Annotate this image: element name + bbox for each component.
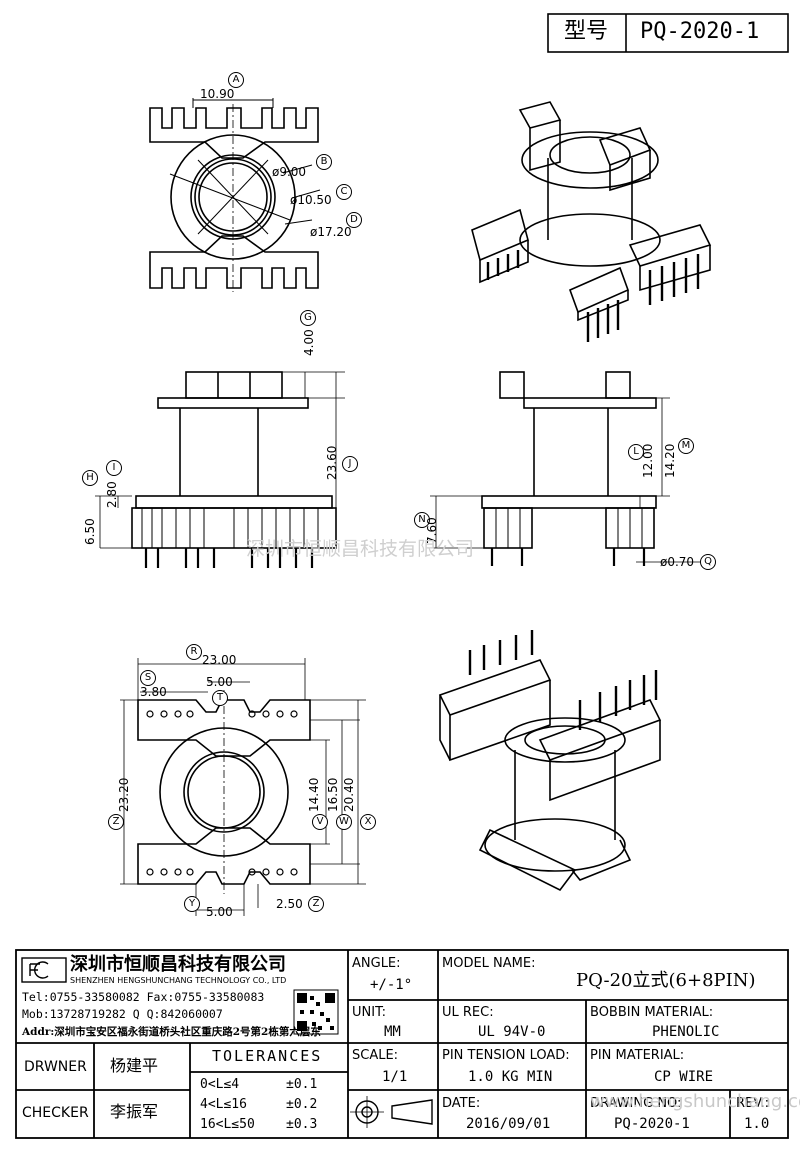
- ul-rec-value: UL 94V-0: [478, 1024, 546, 1040]
- marker-z: Z: [308, 896, 324, 912]
- marker-h: H: [82, 470, 98, 486]
- tol-range-1: 0<L≤4: [200, 1077, 240, 1092]
- rev-value: 1.0: [744, 1116, 770, 1132]
- marker-a: A: [228, 72, 244, 88]
- marker-i: I: [106, 460, 122, 476]
- drawer-label: DRWNER: [24, 1059, 87, 1075]
- scale-label: SCALE:: [352, 1048, 399, 1063]
- bobbin-material-value: PHENOLIC: [652, 1024, 720, 1040]
- model-name-value: PQ-20立式(6+8PIN): [576, 970, 756, 991]
- dim-r: 23.00: [202, 653, 237, 667]
- marker-j: J: [342, 456, 358, 472]
- marker-c: C: [336, 184, 352, 200]
- marker-x: Z: [108, 814, 124, 830]
- tolerances-label: TOLERANCES: [212, 1047, 323, 1065]
- marker-q: Q: [700, 554, 716, 570]
- drawing-no-label: DRAWING NO:: [590, 1096, 682, 1111]
- iso-view-1: [471, 101, 712, 342]
- ul-rec-label: UL REC:: [442, 1005, 494, 1020]
- angle-value: +/-1°: [370, 977, 413, 993]
- date-label: DATE:: [442, 1096, 481, 1111]
- marker-y: Y: [184, 896, 200, 912]
- marker-w: X: [360, 814, 376, 830]
- model-code: PQ-2020-1: [640, 19, 760, 44]
- dim-w: 20.40: [342, 777, 356, 812]
- tol-value-1: ±0.1: [286, 1077, 318, 1092]
- dim-v: 16.50: [326, 777, 340, 812]
- unit-value: MM: [384, 1024, 401, 1040]
- angle-label: ANGLE:: [352, 956, 401, 971]
- dim-a: 10.90: [200, 87, 235, 101]
- watermark-footer: www.hengshunchang.com: [590, 1091, 800, 1112]
- drawer-value: 杨建平: [110, 1056, 159, 1075]
- company-mob: Mob:13728719282 Q Q:842060007: [22, 1007, 223, 1021]
- pin-tension-label: PIN TENSION LOAD:: [442, 1048, 570, 1063]
- dim-g: 4.00: [302, 329, 316, 356]
- pin-material-label: PIN MATERIAL:: [590, 1048, 685, 1063]
- tol-value-2: ±0.2: [286, 1097, 318, 1112]
- side-view: [430, 371, 700, 566]
- dim-b: ø9.00: [272, 165, 307, 179]
- bottom-view: [120, 658, 366, 916]
- dim-i: 2.80: [105, 481, 119, 508]
- front-view: [95, 371, 345, 568]
- dim-m: 14.20: [663, 443, 677, 478]
- dim-c: ø10.50: [290, 193, 332, 207]
- pin-tension-value: 1.0 KG MIN: [468, 1069, 553, 1085]
- dim-d: ø17.20: [310, 225, 352, 239]
- company-tel: Tel:0755-33580082 Fax:0755-33580083: [22, 990, 265, 1004]
- checker-value: 李振军: [110, 1102, 159, 1121]
- watermark-center: 深圳市恒顺昌科技有限公司: [246, 538, 475, 560]
- dim-u: 14.40: [307, 777, 321, 812]
- bobbin-material-label: BOBBIN MATERIAL:: [590, 1005, 714, 1020]
- tol-range-2: 4<L≤16: [200, 1097, 247, 1112]
- model-name-label: MODEL NAME:: [442, 956, 536, 971]
- marker-r: R: [186, 644, 202, 660]
- date-value: 2016/09/01: [466, 1116, 551, 1132]
- marker-s: S: [140, 670, 156, 686]
- tol-value-3: ±0.3: [286, 1117, 318, 1132]
- unit-label: UNIT:: [352, 1005, 386, 1020]
- tol-range-3: 16<L≤50: [200, 1117, 255, 1132]
- top-view: [149, 98, 321, 292]
- dim-x: 23.20: [117, 777, 131, 812]
- dim-j: 23.60: [325, 445, 339, 480]
- company-logo: [21, 957, 67, 983]
- marker-u: V: [312, 814, 328, 830]
- marker-g: G: [300, 310, 316, 326]
- rev-label: REV.:: [736, 1096, 769, 1111]
- checker-label: CHECKER: [22, 1105, 89, 1121]
- marker-b: B: [316, 154, 332, 170]
- marker-t: T: [212, 690, 228, 706]
- drawing-no-value: PQ-2020-1: [614, 1116, 690, 1132]
- dim-s: 3.80: [140, 685, 167, 699]
- marker-l: L: [628, 444, 644, 460]
- company-addr: Addr:深圳市宝安区福永街道桥头社区重庆路2号第2栋第六层东: [22, 1026, 321, 1038]
- dim-y: 5.00: [206, 905, 233, 919]
- projection-symbol: [350, 1096, 433, 1128]
- dim-t: 5.00: [206, 675, 233, 689]
- type-label: 型号: [564, 19, 609, 44]
- iso-view-2: [438, 630, 662, 892]
- dim-l: 12.00: [641, 443, 655, 478]
- marker-v: W: [336, 814, 352, 830]
- pin-material-value: CP WIRE: [654, 1069, 714, 1085]
- dim-q: ø0.70: [660, 555, 695, 569]
- marker-m: M: [678, 438, 694, 454]
- dim-z: 2.50: [276, 897, 303, 911]
- header-box: [547, 13, 789, 53]
- marker-d: D: [346, 212, 362, 228]
- marker-n: N: [414, 512, 430, 528]
- qr-code: [293, 989, 339, 1035]
- dim-h: 6.50: [83, 518, 97, 545]
- company-name-cn: 深圳市恒顺昌科技有限公司: [70, 954, 286, 975]
- title-block: [15, 949, 789, 1139]
- company-name-en: SHENZHEN HENGSHUNCHANG TECHNOLOGY CO., L…: [70, 976, 287, 985]
- scale-value: 1/1: [382, 1069, 408, 1085]
